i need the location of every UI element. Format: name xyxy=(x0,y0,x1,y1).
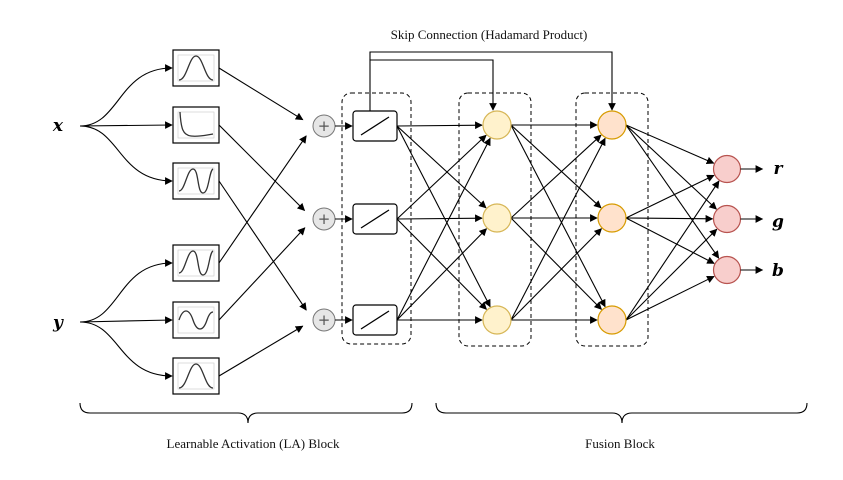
hidden2-to-output-edge xyxy=(625,124,715,164)
hidden-node-2-1 xyxy=(597,110,627,140)
y-fanout-edge-mid xyxy=(79,316,173,324)
x-fanout-edge-top xyxy=(79,64,173,127)
linear-to-hidden1-edge xyxy=(396,125,487,209)
hidden-layer-1-group-box xyxy=(458,92,532,347)
activation-plot-frame xyxy=(177,306,215,334)
wave-curve-icon xyxy=(178,168,214,194)
activation-to-sum-edge xyxy=(218,180,307,311)
activation-plot-frame xyxy=(177,167,215,195)
y-fanout-edge-bot xyxy=(79,321,173,380)
decay-curve-icon xyxy=(179,111,214,137)
activation-to-sum-edge xyxy=(218,67,304,121)
output-b-label: b xyxy=(772,261,784,281)
hidden2-to-output-edge xyxy=(625,217,715,264)
skip-connection-edge-2 xyxy=(369,51,616,111)
activation-box-5 xyxy=(172,301,220,339)
activation-to-sum-edge xyxy=(218,135,307,264)
activation-box-1 xyxy=(172,49,220,87)
linear-to-hidden1-edge xyxy=(396,214,483,223)
hidden1-to-hidden2-edge xyxy=(510,124,606,308)
wave-curve-icon xyxy=(178,250,214,276)
hidden2-to-output-edge xyxy=(625,180,720,321)
hidden2-to-output-edge xyxy=(625,124,720,259)
activation-box-6 xyxy=(172,357,220,395)
output-node-3 xyxy=(712,255,742,285)
hidden-node-1-3 xyxy=(482,305,512,335)
activation-box-frame xyxy=(172,301,220,339)
input-x-label: x xyxy=(52,116,64,136)
hidden1-to-hidden2-edge xyxy=(510,137,606,321)
output-node-2 xyxy=(712,204,742,234)
la-block-brace xyxy=(79,402,413,424)
linear-to-hidden1-edge xyxy=(396,228,488,321)
plus-icon: + xyxy=(318,210,331,228)
linear-line-icon xyxy=(360,116,390,136)
activation-to-sum-edge xyxy=(218,124,306,212)
hidden2-to-output-edge xyxy=(625,275,715,321)
input-y-label: y xyxy=(52,313,64,333)
activation-box-frame xyxy=(172,162,220,200)
hidden2-to-output-edge xyxy=(625,124,717,210)
output-node-1 xyxy=(712,154,742,184)
activation-plot-frame xyxy=(177,54,215,82)
sine-curve-icon xyxy=(178,310,214,330)
hidden-node-2-2 xyxy=(597,203,627,233)
hidden2-to-output-edge xyxy=(625,228,718,321)
output-r-label: r xyxy=(774,159,784,179)
x-fanout-edge-bot xyxy=(79,125,173,185)
activation-plot-frame xyxy=(177,111,215,139)
bump-curve-icon xyxy=(178,363,214,389)
activation-box-frame xyxy=(172,244,220,282)
hidden2-to-output-edge xyxy=(625,174,715,219)
activation-to-sum-edge xyxy=(218,325,304,377)
x-fanout-edge-mid xyxy=(79,121,173,129)
skip-connection-edge-1 xyxy=(369,59,497,111)
output-g-label: g xyxy=(772,212,784,232)
hidden-layer-2-group-box xyxy=(575,92,649,347)
hidden2-to-output-edge xyxy=(625,214,714,223)
linear-to-hidden1-edge xyxy=(396,137,491,321)
hidden-node-1-2 xyxy=(482,203,512,233)
hidden1-to-hidden2-edge xyxy=(510,228,602,321)
diagram-elements: + + + xyxy=(79,49,764,395)
fusion-block-brace xyxy=(435,402,808,424)
activation-plot-frame xyxy=(177,362,215,390)
hidden1-to-hidden2-edge xyxy=(510,124,602,209)
bump-curve-icon xyxy=(178,55,214,81)
hidden-node-1-1 xyxy=(482,110,512,140)
fusion-block-label: Fusion Block xyxy=(585,436,655,451)
linear-line-icon xyxy=(360,209,390,229)
linear-line-icon xyxy=(360,310,390,330)
activation-box-2 xyxy=(172,106,220,144)
linear-group-box xyxy=(341,92,412,345)
plus-icon: + xyxy=(318,117,331,135)
linear-to-hidden1-edge xyxy=(396,121,483,130)
activation-box-4 xyxy=(172,244,220,282)
activation-to-sum-edge xyxy=(218,227,306,321)
y-fanout-edge-top xyxy=(79,259,173,323)
activation-plot-frame xyxy=(177,249,215,277)
skip-connection-label: Skip Connection (Hadamard Product) xyxy=(391,27,588,42)
hidden-node-2-3 xyxy=(597,305,627,335)
hidden1-to-hidden2-edge xyxy=(510,217,602,310)
linear-to-hidden1-edge xyxy=(396,218,487,310)
linear-to-hidden1-edge xyxy=(396,125,491,308)
activation-box-3 xyxy=(172,162,220,200)
plus-icon: + xyxy=(318,311,331,329)
hidden1-to-hidden2-edge xyxy=(510,134,602,219)
linear-to-hidden1-edge xyxy=(396,134,487,220)
la-block-label: Learnable Activation (LA) Block xyxy=(167,436,340,451)
